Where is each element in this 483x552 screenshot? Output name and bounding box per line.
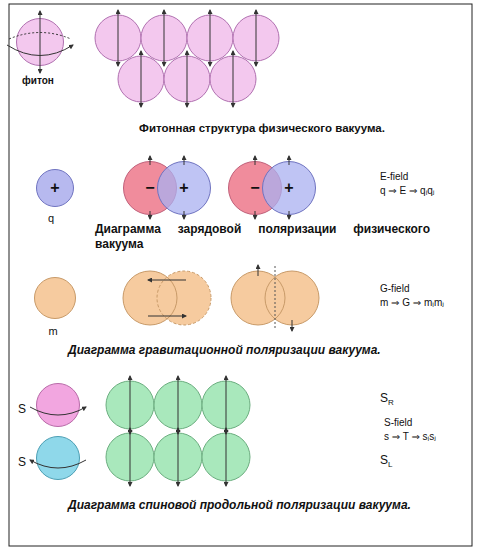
circle-outline: [36, 436, 80, 480]
spin-arrow: [255, 156, 256, 165]
spin-arrow: [9, 33, 71, 40]
circle-shape: [37, 437, 80, 480]
spin-arrow: [30, 460, 86, 468]
circle-outline: [34, 277, 76, 319]
shape-label: S: [18, 455, 26, 469]
circle-outline: [36, 383, 80, 427]
mass-circle: m: [34, 277, 76, 319]
circle-shape: [37, 384, 80, 427]
spin-arrow: [289, 211, 290, 219]
field-formula: q ⇒ E ⇒ qᵢqⱼ: [380, 184, 435, 197]
caption: Диаграмма зарядовой поляризации физическ…: [95, 222, 430, 252]
circle-shape: [37, 170, 74, 207]
spin-arrow: [184, 156, 185, 165]
charge-circle: +q: [36, 169, 74, 207]
spin-arrow: [255, 211, 256, 219]
charge-sign: +: [157, 161, 211, 215]
shape-label: S: [18, 402, 26, 416]
spin-arrow: [184, 211, 185, 219]
field-formula: m ⇒ G ⇒ mᵢmⱼ: [380, 296, 444, 309]
shape-label: q: [48, 212, 54, 224]
charge-sign: +: [36, 169, 74, 207]
positive-charge-circle: +: [262, 161, 316, 215]
spin-circle: S: [36, 436, 80, 480]
spin-arrow: [7, 45, 73, 56]
circle-shape: [158, 162, 211, 215]
phyton-circle: фитон: [16, 18, 64, 66]
caption: Фитонная структура физического вакуума.: [139, 122, 385, 134]
spin-circle: S: [36, 383, 80, 427]
phyton-axes: [118, 10, 256, 107]
circle-outline: [16, 18, 64, 66]
caption: Диаграмма спиновой продольной поляризаци…: [68, 498, 411, 512]
spin-label: SL: [380, 452, 392, 473]
caption: Диаграмма гравитационной поляризации вак…: [68, 343, 381, 357]
mass-pair: [123, 271, 211, 325]
frame: [9, 4, 472, 546]
spin-arrow: [30, 407, 86, 415]
field-formula: s ⇒ T ⇒ sᵢsⱼ: [384, 430, 436, 443]
spin-axes: [130, 376, 226, 486]
shape-label: фитон: [22, 75, 54, 86]
spin-arrow: [40, 11, 41, 73]
spin-label: SR: [380, 390, 394, 411]
field-name: E-field: [380, 170, 408, 183]
circle-shape: [35, 278, 76, 319]
spin-arrow: [150, 211, 151, 219]
charge-sign: +: [262, 161, 316, 215]
field-name: S-field: [384, 416, 412, 429]
shape-label: m: [48, 325, 57, 337]
spin-arrow: [150, 156, 151, 165]
circle-shape: [263, 162, 316, 215]
positive-charge-circle: +: [157, 161, 211, 215]
spin-arrow: [289, 156, 290, 165]
field-name: G-field: [380, 282, 409, 295]
mass-pair: [231, 265, 319, 331]
